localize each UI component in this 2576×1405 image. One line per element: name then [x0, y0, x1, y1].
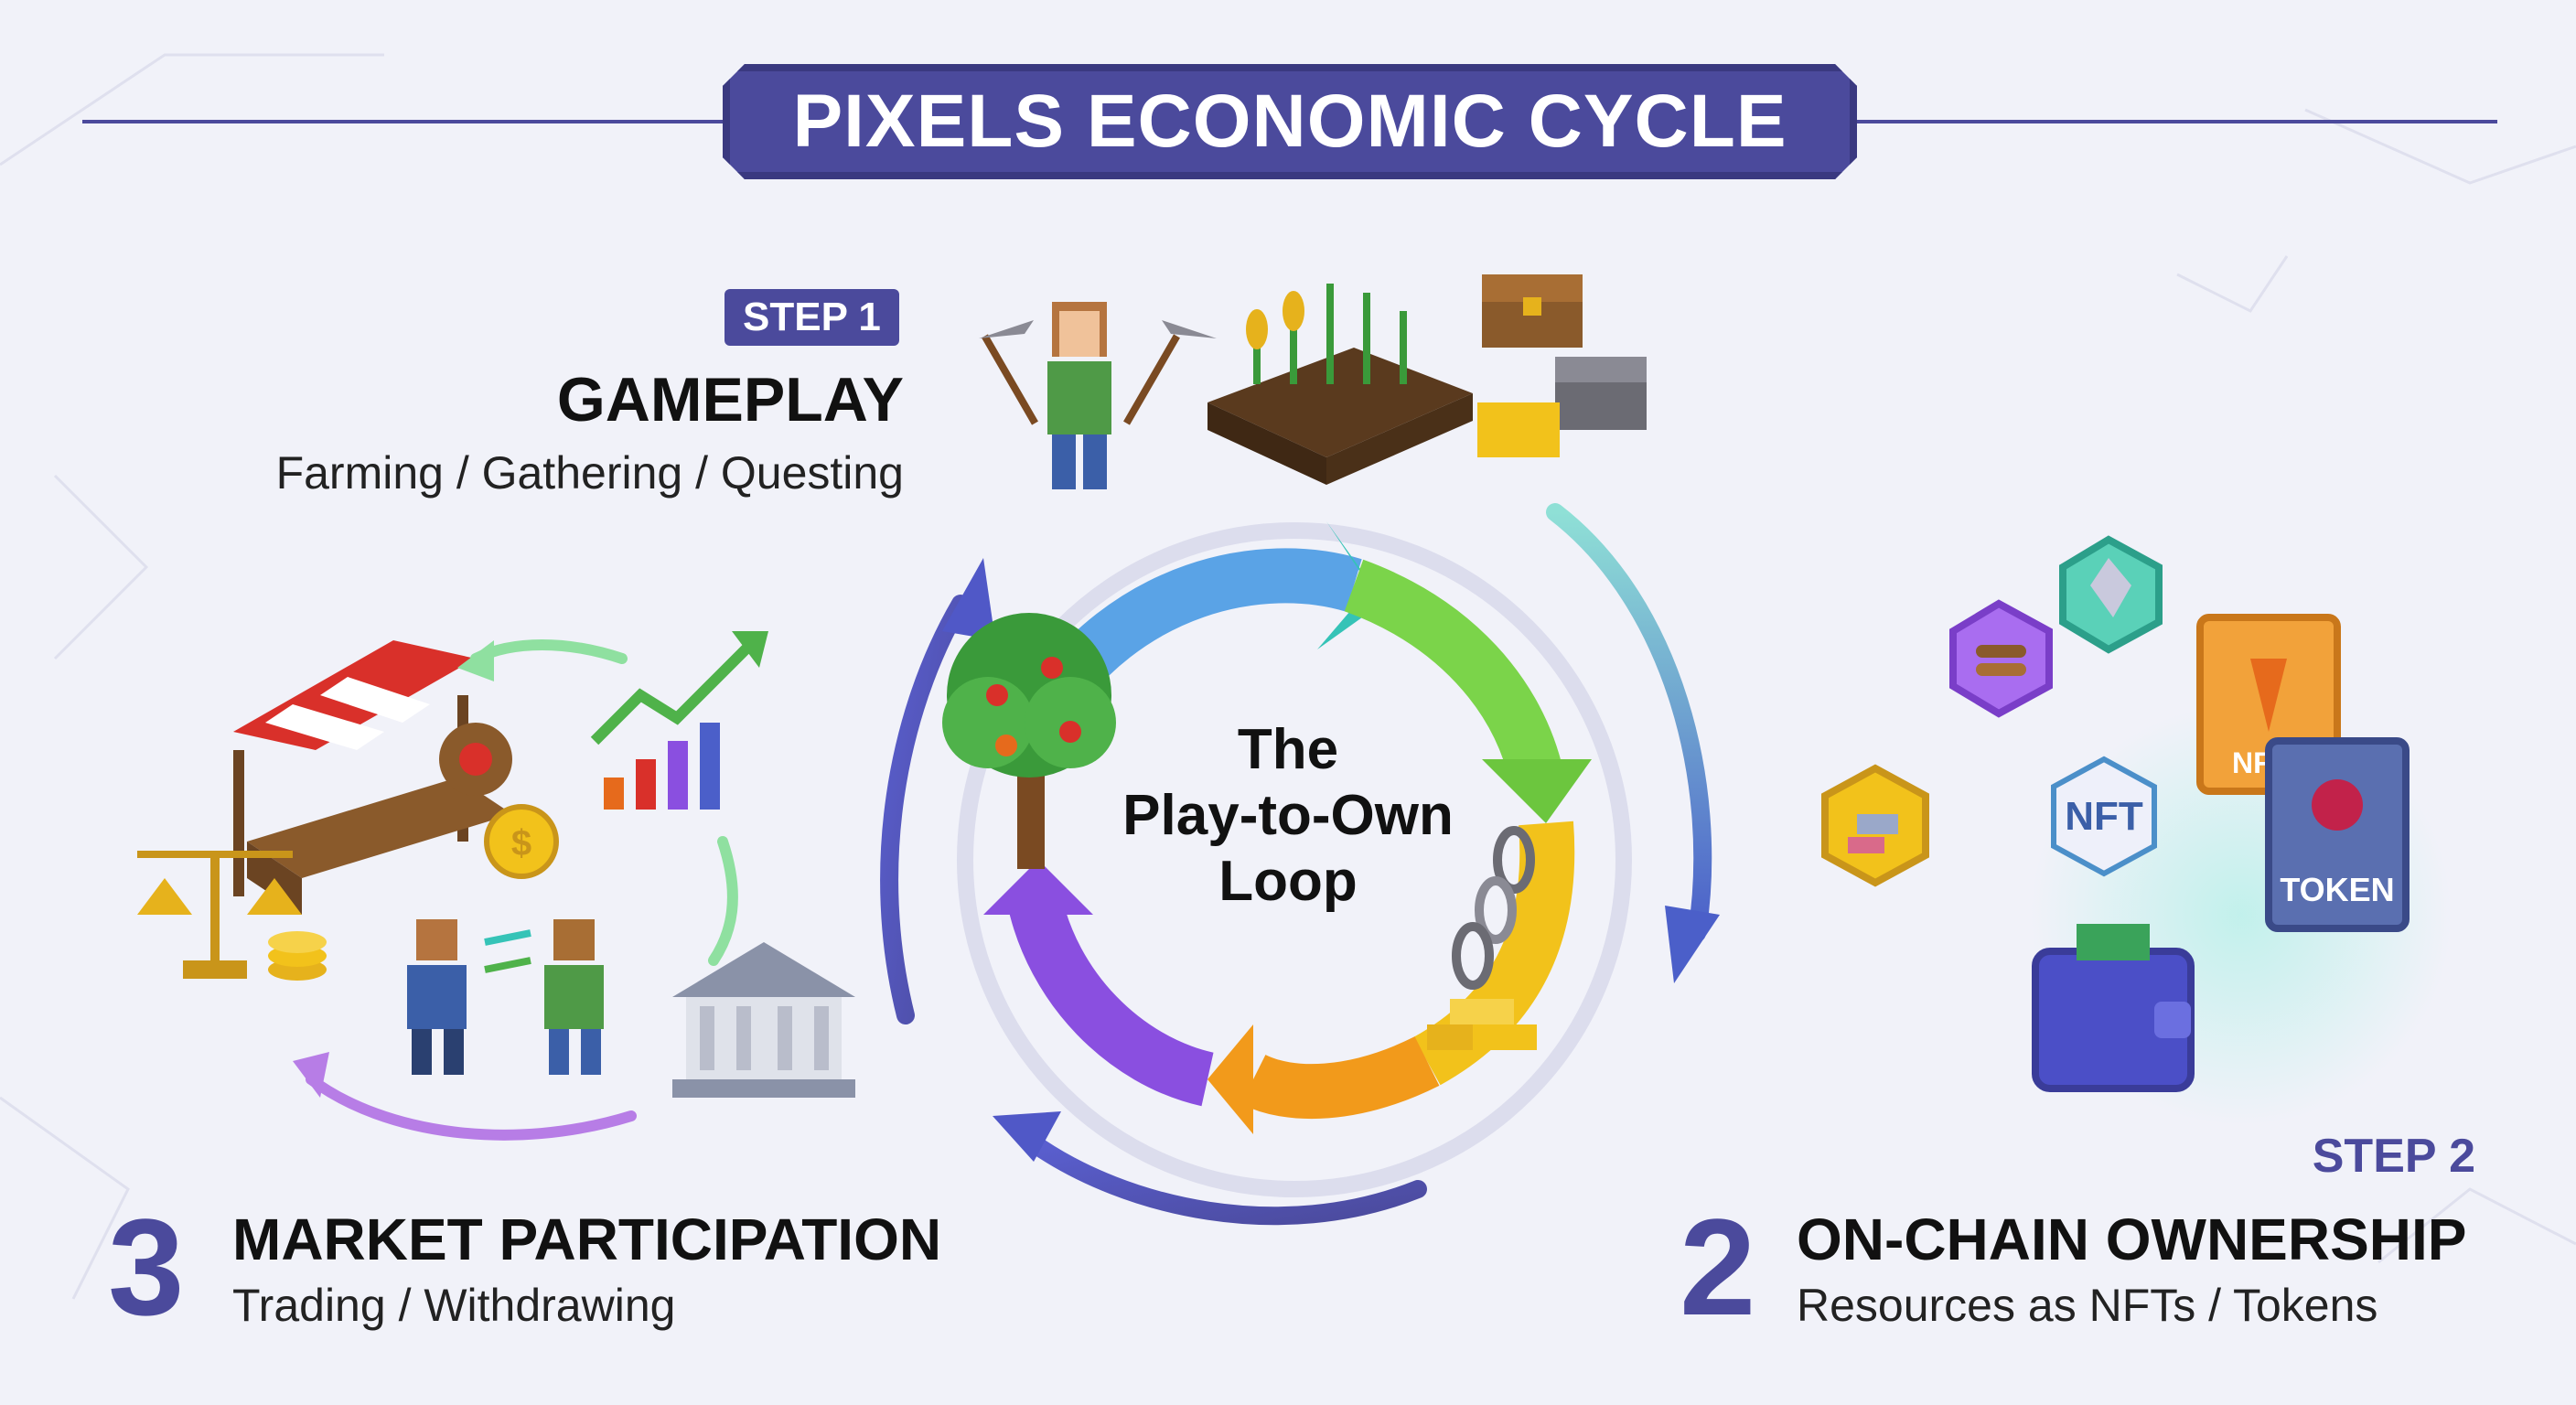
nft-hex-label: NFT — [2065, 794, 2143, 839]
step3-subtitle: Trading / Withdrawing — [232, 1279, 675, 1332]
market-stall-icon — [233, 640, 512, 915]
bank-building-icon — [672, 942, 855, 1098]
step2-number: 2 — [1680, 1198, 1755, 1335]
wood-token-icon — [1953, 604, 2049, 713]
step2-label: STEP 2 — [2313, 1129, 2475, 1184]
nft-resource-tokens: NF TOKEN NFT — [1825, 540, 2452, 1125]
step1-badge: STEP 1 — [724, 289, 899, 346]
outer-arrowhead-right — [1665, 906, 1720, 983]
token-card-label: TOKEN — [2280, 871, 2394, 908]
crop-field-icon — [1208, 284, 1473, 485]
treasure-chests-icon — [1477, 274, 1647, 457]
step2-subtitle: Resources as NFTs / Tokens — [1797, 1279, 2377, 1332]
title-divider-left — [82, 120, 723, 123]
center-line-3: Loop — [1218, 850, 1358, 913]
title-banner: PIXELS ECONOMIC CYCLE — [723, 64, 1857, 179]
farmer-with-pickaxes-icon — [979, 302, 1217, 489]
traders-icon — [407, 919, 604, 1075]
loop-center-label: The Play-to-Own Loop — [1122, 718, 1454, 913]
title-divider-right — [1857, 120, 2497, 123]
center-line-2: Play-to-Own — [1122, 784, 1454, 847]
step1-subtitle: Farming / Gathering / Questing — [276, 446, 904, 499]
svg-text:$: $ — [511, 823, 531, 863]
step2-title: ON-CHAIN OWNERSHIP — [1797, 1206, 2466, 1273]
center-line-1: The — [1238, 718, 1338, 781]
step1-title: GAMEPLAY — [557, 364, 904, 435]
step3-number: 3 — [108, 1198, 184, 1335]
page-title: PIXELS ECONOMIC CYCLE — [792, 79, 1787, 165]
step3-title: MARKET PARTICIPATION — [232, 1206, 941, 1273]
